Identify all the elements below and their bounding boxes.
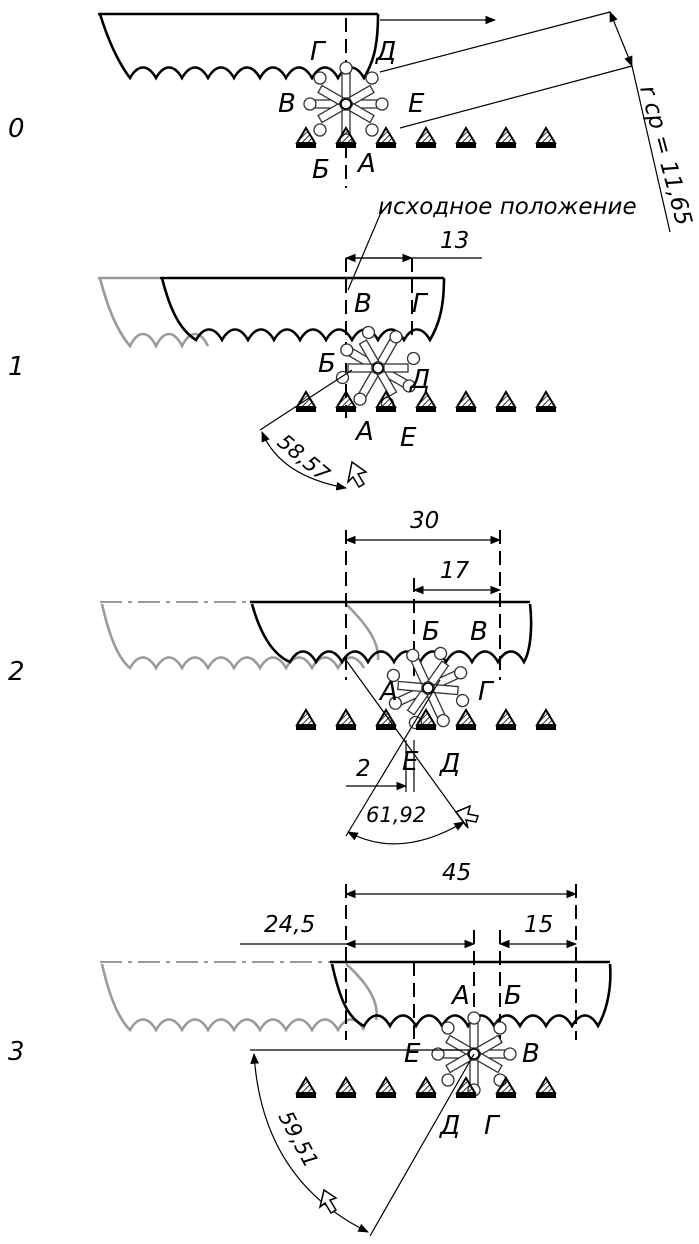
stage-2-number: 2 — [8, 657, 25, 687]
angle-label-1: 58,57 — [273, 429, 335, 486]
angle-ray-2b — [345, 679, 441, 837]
dim-label-2-inner: 17 — [440, 558, 470, 584]
dim-label-2-small: 2 — [356, 756, 371, 782]
label-1-d: Д — [409, 365, 430, 395]
label-0-e: Е — [408, 89, 425, 119]
angle-label-3: 59,51 — [274, 1107, 323, 1171]
tooth-row-1 — [295, 391, 557, 413]
rotation-arrow-icon-1 — [346, 460, 368, 489]
angle-ray-2a — [345, 659, 467, 827]
label-3-a: А — [450, 981, 470, 1011]
label-2-e: Е — [402, 747, 419, 777]
radius-line-bottom — [399, 65, 633, 129]
tooth-row-3 — [295, 1077, 557, 1099]
radius-dim-arrow — [609, 10, 633, 68]
angle-arc-1 — [261, 431, 348, 491]
stage-1-number: 1 — [8, 352, 25, 382]
label-2-v: В — [470, 617, 488, 647]
label-1-a: А — [354, 417, 374, 447]
angle-ray-3b — [369, 1053, 475, 1237]
label-2-b: Б — [422, 617, 440, 647]
dim-label-3-inner: 15 — [524, 912, 553, 938]
belt-ghost-profile-1 — [98, 277, 210, 349]
belt-ghost-end-3 — [345, 963, 378, 1021]
label-3-e: Е — [404, 1039, 421, 1069]
label-0-d: Д — [375, 37, 396, 67]
angle-label-2: 61,92 — [366, 803, 426, 827]
stage-2-group: 30 17 Б В А Г Е Д 2 61,92 — [100, 508, 557, 845]
label-2-d: Д — [439, 749, 460, 779]
label-0-v: В — [278, 89, 296, 119]
dim-label-2-outer: 30 — [410, 508, 439, 534]
belt-profile-2 — [250, 603, 533, 665]
tooth-row-0 — [295, 127, 557, 149]
label-1-v: В — [354, 289, 372, 319]
radius-leader — [631, 65, 671, 233]
stage-0-number: 0 — [8, 114, 25, 144]
stage-3-group: 45 24,5 15 А Б Е В Д Г 59,51 — [100, 860, 612, 1237]
dim-label-1: 13 — [440, 228, 469, 254]
tooth-row-2 — [295, 709, 557, 731]
stage-3-number: 3 — [8, 1037, 25, 1067]
label-0-g: Г — [310, 37, 327, 67]
dim-label-3-mid: 24,5 — [264, 912, 315, 938]
label-0-a: А — [356, 149, 376, 179]
angle-arc-3 — [250, 1052, 369, 1233]
label-3-g: Г — [484, 1111, 501, 1141]
radius-line-top — [379, 11, 611, 73]
belt-profile-1 — [160, 277, 446, 343]
angle-arc-2 — [347, 821, 465, 845]
stage-0-group: r ср = 11,65 Г Д В Е Б А исходное положе… — [98, 10, 697, 291]
label-2-a: А — [378, 677, 398, 707]
label-3-d: Д — [439, 1111, 460, 1141]
label-3-v: В — [522, 1039, 540, 1069]
initial-position-note: исходное положение — [378, 194, 637, 220]
angle-ray-1 — [259, 369, 353, 431]
belt-ghost-profile-3 — [100, 963, 366, 1033]
stage-1-group: 13 В Г Б Д А Е 58,57 — [98, 228, 557, 491]
label-2-g: Г — [478, 677, 495, 707]
label-1-b: Б — [318, 349, 336, 379]
label-0-b: Б — [312, 155, 330, 185]
belt-ghost-end-2 — [345, 603, 380, 661]
label-1-g: Г — [412, 289, 429, 319]
label-3-b: Б — [504, 981, 522, 1011]
rotation-arrow-icon-2 — [454, 804, 479, 829]
rotation-arrow-icon-3 — [318, 1188, 338, 1215]
belt-profile-0 — [98, 13, 380, 81]
label-1-e: Е — [400, 423, 417, 453]
dim-label-3-outer: 45 — [442, 860, 471, 886]
note-leader-0 — [347, 209, 383, 291]
radius-label: r ср = 11,65 — [634, 83, 696, 229]
belt-ghost-profile-2 — [100, 603, 366, 671]
